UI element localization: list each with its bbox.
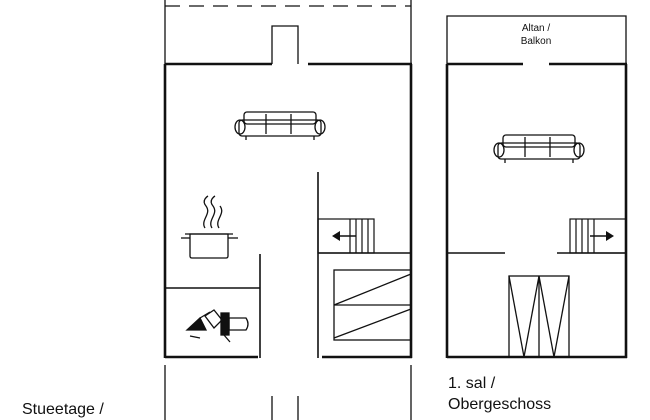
first-floor-plan: [445, 15, 628, 359]
balcony-label: Altan / Balkon: [505, 22, 567, 48]
shower-icon: [185, 309, 223, 339]
first-floor-label-line2: Obergeschoss: [448, 396, 552, 413]
ground-floor-walls: [163, 62, 413, 359]
wardrobe: [508, 275, 570, 358]
stairs-icon: [569, 218, 627, 254]
arrow-icon: [332, 231, 356, 241]
toilet-icon: [220, 312, 249, 343]
first-floor-label: 1. sal / Obergeschoss: [448, 373, 551, 415]
ground-floor-plan: [163, 0, 413, 420]
first-floor-label-line1: 1. sal /: [448, 375, 496, 392]
first-floor-walls: [445, 62, 628, 359]
balcony-outline: [446, 15, 627, 64]
cooking-pot-icon: [181, 195, 238, 259]
ground-floor-label: Stueetage /: [22, 401, 104, 418]
sofa-icon: [234, 111, 326, 140]
terrace-outline: [164, 0, 412, 64]
entrance: [164, 365, 412, 420]
balcony-label-line1: Altan /: [521, 23, 551, 34]
chimney: [271, 25, 299, 64]
cupboard: [333, 269, 412, 341]
balcony-label-line2: Balkon: [520, 36, 552, 47]
sofa-icon: [493, 134, 585, 163]
arrow-icon: [590, 231, 614, 241]
